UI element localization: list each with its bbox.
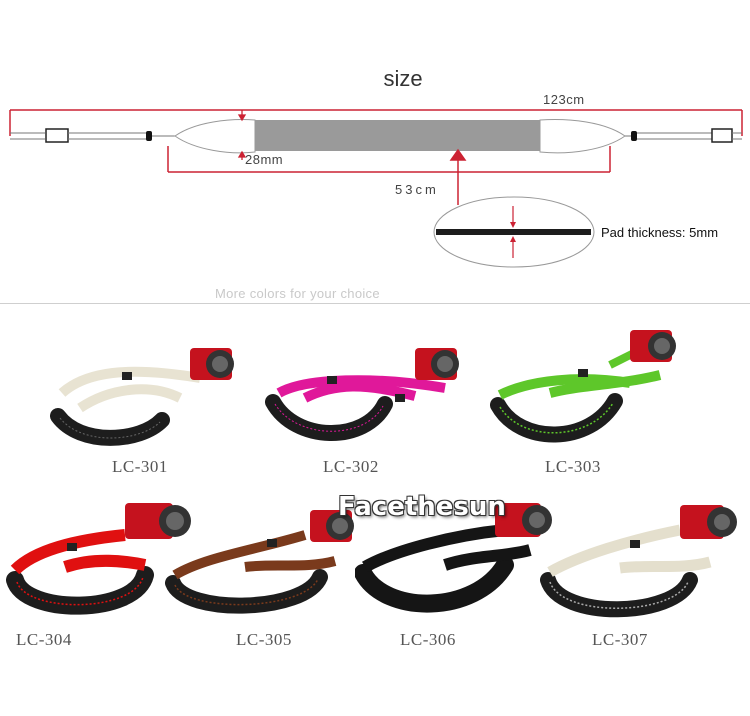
product-lc-305-image	[165, 510, 354, 614]
section-divider	[0, 303, 750, 304]
pad-width-markers	[237, 110, 247, 160]
camera-icon	[125, 503, 173, 539]
right-clip	[631, 131, 637, 141]
pad-section	[255, 120, 540, 151]
product-label: LC-302	[323, 457, 379, 476]
product-lc-302-image	[265, 348, 459, 441]
product-label: LC-303	[545, 457, 601, 476]
total-length-label: 123cm	[543, 92, 585, 107]
pad-thickness-label: Pad thickness: 5mm	[601, 225, 719, 240]
product-lc-306-image	[355, 503, 552, 613]
product-label: LC-305	[236, 630, 292, 649]
left-buckle	[45, 128, 69, 143]
product-lc-303-image	[490, 330, 676, 443]
thickness-detail	[433, 196, 595, 268]
product-label: LC-307	[592, 630, 648, 649]
watermark-text: Facethesun	[338, 492, 506, 522]
total-length-dimension	[9, 109, 743, 136]
pad-length-dimension	[167, 146, 611, 173]
left-clip	[146, 131, 152, 141]
product-label: LC-301	[112, 457, 168, 476]
strap-outline	[10, 119, 742, 154]
pad-width-label: 28mm	[245, 152, 284, 167]
tagline: More colors for your choice	[215, 286, 380, 301]
product-lc-304-image	[6, 503, 191, 615]
pad-length-label: 53cm	[395, 182, 439, 197]
product-lc-301-image	[50, 348, 234, 446]
pointer-arrow	[449, 148, 467, 205]
right-buckle	[711, 128, 733, 143]
strap-dimension-diagram	[9, 109, 743, 268]
product-lc-307-image	[540, 505, 737, 618]
product-label: LC-304	[16, 630, 72, 649]
product-label: LC-306	[400, 630, 456, 649]
diagram-title: size	[383, 66, 423, 91]
